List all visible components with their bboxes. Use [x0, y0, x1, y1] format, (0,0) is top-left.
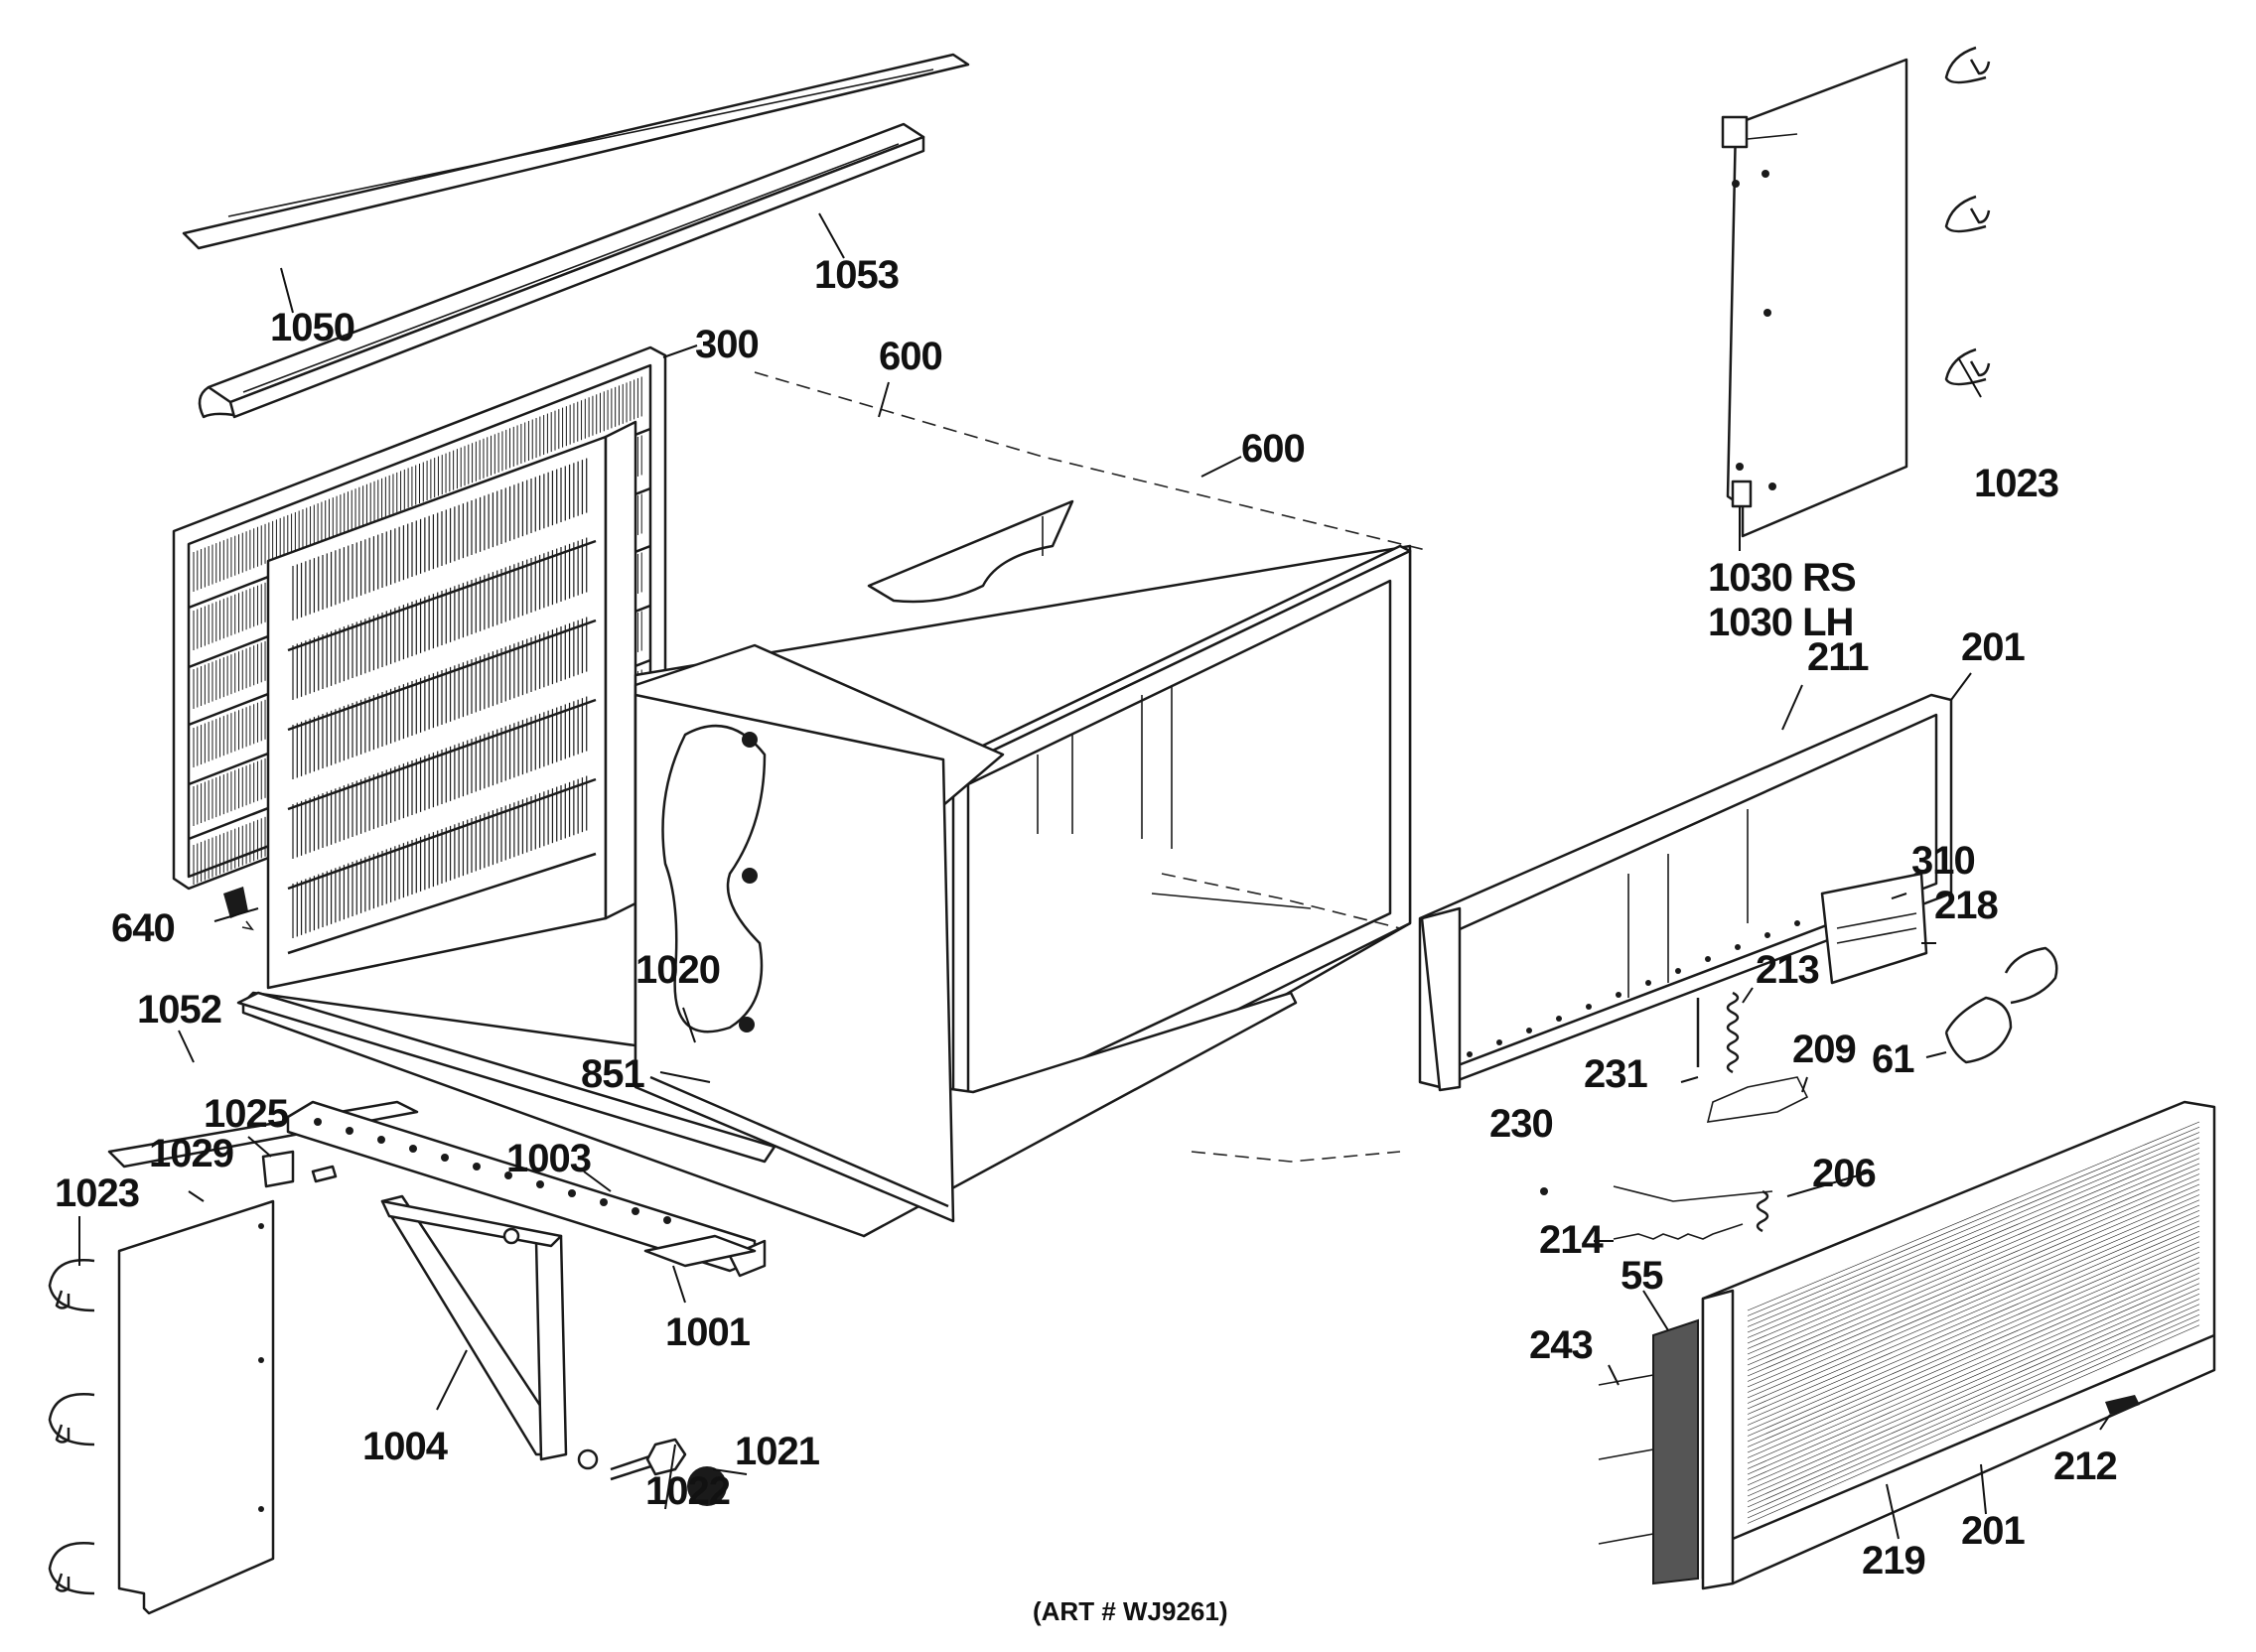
- rail-holes: [314, 1118, 671, 1224]
- label-201-top: 201: [1961, 625, 2025, 669]
- support-bracket-1004: [380, 1194, 568, 1461]
- label-212: 212: [2053, 1445, 2117, 1488]
- label-300: 300: [695, 323, 759, 366]
- label-243: 243: [1529, 1323, 1593, 1367]
- grille-fins: [292, 458, 588, 938]
- side-curtain-1030: [1721, 58, 1908, 538]
- springs-and-wires: [1540, 991, 1809, 1240]
- label-55: 55: [1621, 1254, 1663, 1298]
- front-frame-201: [1418, 693, 1953, 1092]
- label-218: 218: [1934, 884, 1998, 927]
- label-1020: 1020: [635, 948, 720, 992]
- clip-1023-right: [1944, 46, 1991, 386]
- label-851: 851: [581, 1052, 644, 1096]
- label-201-bottom: 201: [1961, 1509, 2025, 1553]
- label-1021: 1021: [735, 1430, 820, 1473]
- art-caption: (ART # WJ9261): [1033, 1596, 1228, 1626]
- label-1022: 1022: [645, 1469, 730, 1513]
- rail-1053: [198, 122, 925, 419]
- label-1023-right: 1023: [1974, 462, 2058, 505]
- side-curtain-1029: [117, 1150, 295, 1615]
- latch-212: [2105, 1395, 2140, 1415]
- label-310: 310: [1911, 839, 1975, 883]
- bracket-640: [223, 887, 254, 931]
- label-1030lh: 1030 LH: [1708, 601, 1853, 644]
- bolt-1022: [577, 1438, 687, 1481]
- label-61: 61: [1872, 1037, 1914, 1081]
- label-1052: 1052: [137, 988, 221, 1032]
- clip-1023-left: [48, 1259, 95, 1595]
- base-rails: [107, 991, 776, 1278]
- panel-lines: [1747, 1121, 2200, 1524]
- label-600a: 600: [879, 335, 942, 378]
- label-1003: 1003: [506, 1137, 591, 1180]
- label-1050: 1050: [270, 306, 354, 349]
- label-600b: 600: [1241, 427, 1305, 471]
- front-panel-201: [1701, 1100, 2216, 1590]
- knob-61: [1944, 946, 2058, 1064]
- part-labels: 1050 1053 300 600 600 640 1052 1025 1029…: [55, 253, 2118, 1626]
- label-1023-left: 1023: [55, 1171, 139, 1215]
- leader-lines: [78, 212, 2111, 1540]
- evaporator-section: [634, 643, 1005, 1223]
- screw-1025: [311, 1165, 338, 1183]
- label-231: 231: [1584, 1052, 1647, 1096]
- label-230: 230: [1489, 1102, 1553, 1146]
- label-209: 209: [1792, 1028, 1856, 1071]
- filter-55: [1652, 1318, 1699, 1585]
- label-1001: 1001: [665, 1310, 751, 1354]
- rear-grille: [266, 420, 637, 990]
- label-1025: 1025: [204, 1092, 289, 1136]
- label-1004: 1004: [362, 1425, 449, 1468]
- label-1029: 1029: [149, 1132, 233, 1175]
- label-1053: 1053: [814, 253, 899, 297]
- label-640: 640: [111, 906, 175, 950]
- label-213: 213: [1756, 948, 1819, 992]
- label-219: 219: [1862, 1539, 1925, 1583]
- label-211: 211: [1807, 635, 1869, 679]
- label-214: 214: [1539, 1218, 1604, 1262]
- label-206: 206: [1812, 1152, 1876, 1195]
- pad-1021: [687, 1466, 727, 1506]
- filter-frame-243: [1598, 1374, 1654, 1545]
- label-1030rs: 1030 RS: [1708, 556, 1856, 600]
- top-trim-strip-1050: [182, 53, 970, 250]
